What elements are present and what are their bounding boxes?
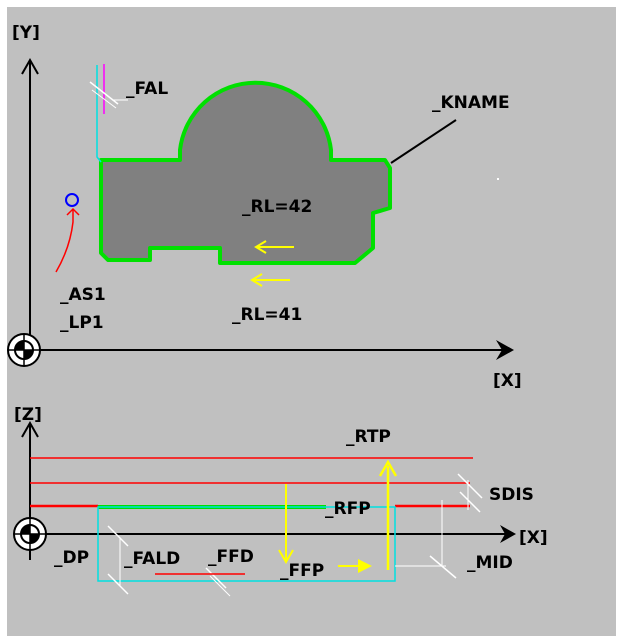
rtp-label: _RTP (346, 427, 391, 447)
x-axis-label: [X] (493, 371, 522, 391)
rl41-label: _RL=41 (232, 305, 302, 325)
dp-label: _DP (54, 548, 89, 568)
lp1-label: _LP1 (60, 313, 104, 333)
fald-label: _FALD (124, 549, 180, 569)
pixel-mark (497, 178, 499, 180)
x-axis-bottom-label: [X] (519, 528, 548, 548)
plunge-arrow (278, 484, 294, 564)
feed-arrow (338, 559, 372, 573)
kname-label: _KNAME (432, 93, 510, 113)
fald-dimension-mark-2 (107, 573, 129, 595)
pocket-outline (97, 506, 396, 582)
z-axis-label: [Z] (14, 405, 42, 425)
fald-dimension-mark (107, 525, 129, 547)
tool-path-top (96, 65, 102, 163)
x-axis-arrowhead (496, 340, 514, 360)
fal-label: _FAL (126, 79, 168, 99)
sdis-dimension-mark (457, 473, 483, 499)
origin-symbol-bottom (13, 517, 47, 551)
ffp-label: _FFP (280, 561, 324, 581)
side-view: [Z] [X] _RTP SDIS (13, 405, 548, 597)
workpiece-contour (99, 80, 392, 265)
ffd-label: _FFD (208, 547, 254, 567)
origin-symbol-top (7, 333, 41, 367)
direction-arrow-1 (254, 240, 294, 254)
mid-dimension-mark (429, 555, 457, 579)
fal-dimension-mark-2 (91, 89, 117, 109)
y-axis-label: [Y] (12, 23, 40, 43)
z-axis-arrowhead (21, 420, 39, 438)
rl42-label: _RL=42 (242, 197, 312, 217)
top-view: [Y] [X] _FAL _KNAME _RL=42 (7, 23, 522, 391)
start-point-arrowhead (66, 207, 80, 216)
x-axis-bottom-arrowhead (500, 525, 516, 543)
start-point-marker (65, 193, 79, 207)
mid-label: _MID (467, 553, 513, 573)
rfp-label: _RFP (325, 499, 371, 519)
direction-arrow-2 (250, 273, 290, 287)
rtp-arrow (378, 459, 398, 570)
y-axis-arrowhead (21, 57, 39, 75)
approach-path (55, 210, 74, 273)
kname-leader (390, 119, 457, 164)
as1-label: _AS1 (60, 285, 106, 305)
sdis-label: SDIS (489, 485, 534, 505)
sdis-dimension-mark-2 (459, 491, 481, 513)
ffd-dimension-mark-2 (209, 575, 231, 597)
ffd-dimension-mark (205, 567, 227, 589)
